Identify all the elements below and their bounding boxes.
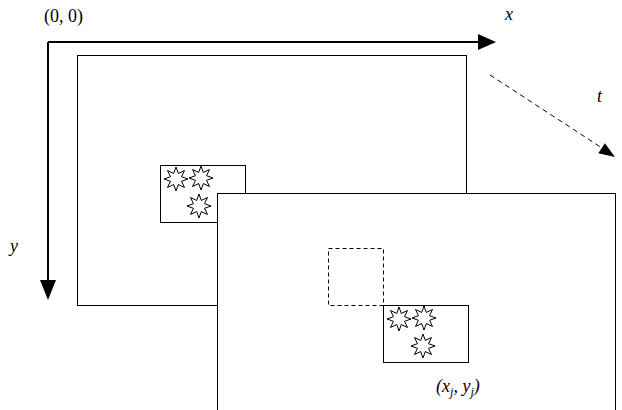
object-burst: [187, 194, 211, 218]
coordinate-label: (xj, yj): [436, 376, 480, 398]
object-burst: [387, 307, 411, 331]
time-axis: [490, 75, 615, 157]
axis-label: t: [597, 86, 602, 108]
previous-position-box: [329, 249, 384, 306]
origin-label: (0, 0): [44, 6, 83, 28]
object-burst: [189, 166, 213, 190]
y-axis: [40, 42, 56, 300]
object-burst: [412, 306, 436, 330]
video-frame: [218, 194, 616, 410]
axis-label: x: [505, 4, 513, 26]
axis-label: y: [10, 236, 18, 258]
object-burst: [164, 167, 188, 191]
x-axis: [48, 34, 496, 50]
object-box: [384, 306, 469, 363]
object-burst: [411, 334, 435, 358]
